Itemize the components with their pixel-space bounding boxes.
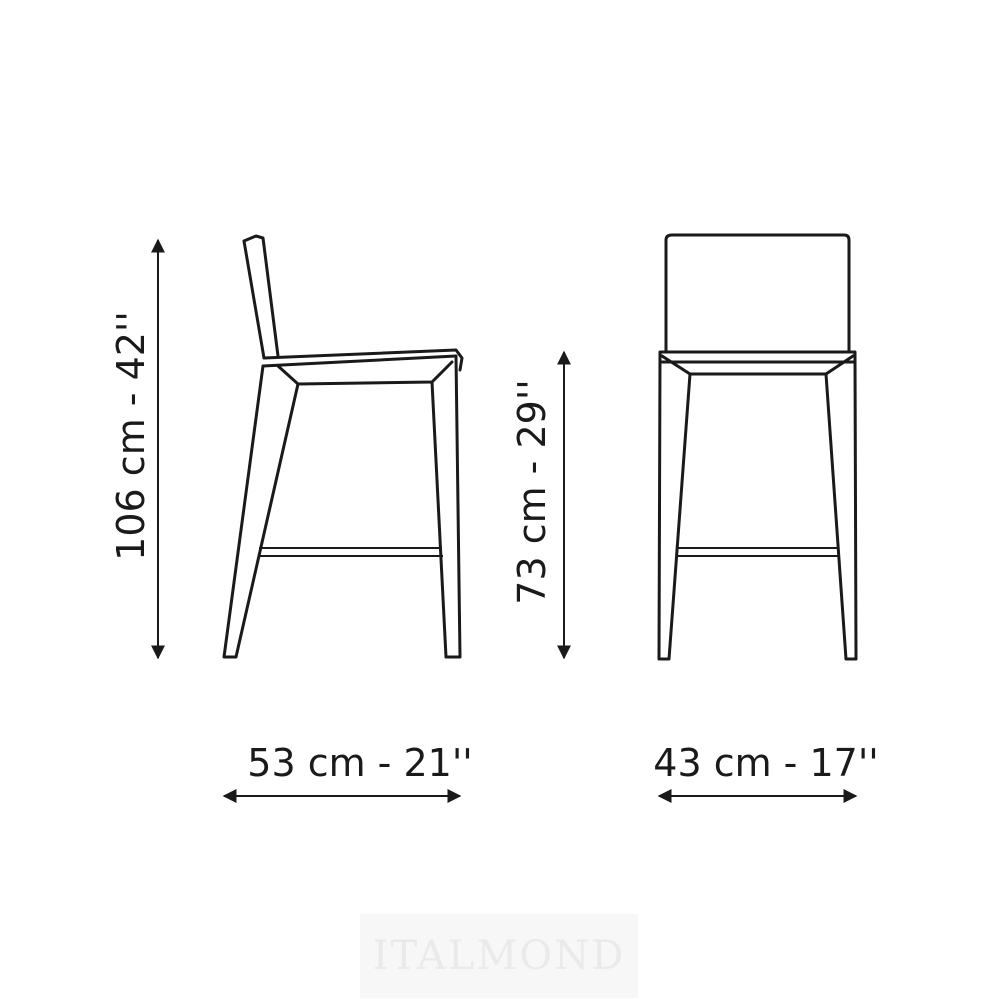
front-seat	[658, 350, 857, 364]
front-view-stool	[657, 233, 858, 661]
front-right-leg	[824, 354, 858, 661]
side-seat	[262, 348, 464, 372]
side-height-label: 106 cm - 42''	[109, 311, 153, 561]
front-width-label: 43 cm - 17''	[653, 741, 878, 785]
front-left-leg	[657, 354, 692, 661]
side-front-leg	[430, 354, 462, 659]
side-depth-label: 53 cm - 21''	[247, 741, 472, 785]
seat-height-label: 73 cm - 29''	[510, 379, 554, 604]
italmond-watermark: ITALMOND	[360, 914, 638, 998]
side-footrest	[258, 547, 443, 557]
side-view-stool	[222, 234, 464, 659]
side-back-leg	[222, 364, 300, 659]
watermark-text: ITALMOND	[372, 933, 626, 979]
side-backrest	[242, 234, 280, 358]
front-backrest	[664, 233, 851, 354]
front-footrest	[677, 547, 838, 557]
